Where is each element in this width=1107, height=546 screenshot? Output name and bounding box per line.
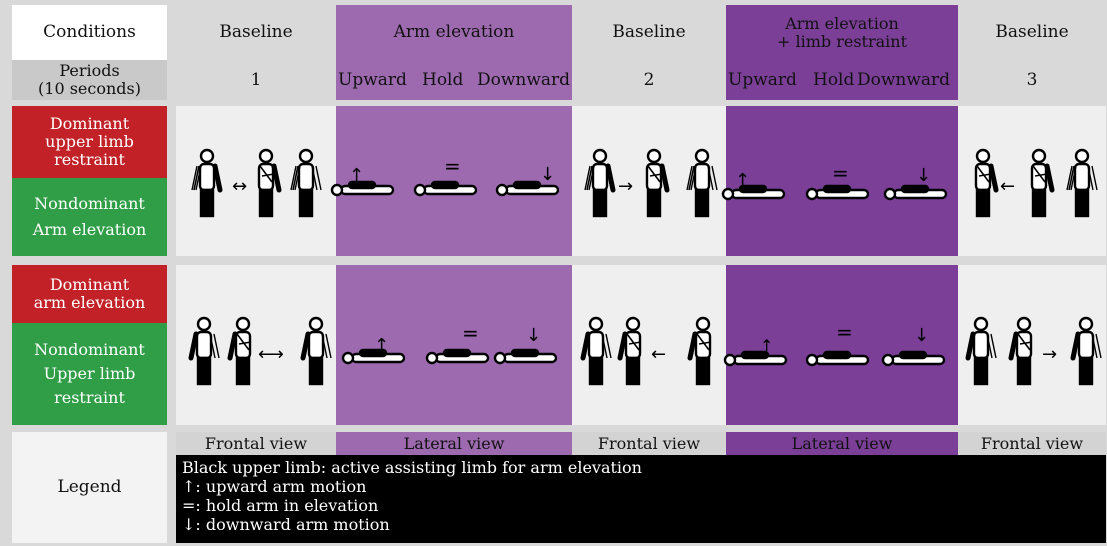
restraint-phase-hold-label: Hold [813,70,855,90]
svg-text:←: ← [1000,176,1015,197]
legend-text: Black upper limb: active assisting limb … [176,455,1106,543]
legend-line-black-limb: Black upper limb: active assisting limb … [182,458,642,477]
svg-text:↓: ↓ [526,325,541,346]
svg-text:=: = [832,161,849,185]
baseline-1-title: Baseline [219,22,293,42]
conditions-header: Conditions [12,5,167,60]
row1-bottom-line1: Nondominant [34,194,145,213]
legend-line-downward: ↓: downward arm motion [182,515,390,534]
arm-elevation-restraint-header: Arm elevation + limb restraint [726,5,958,60]
row1-top-line2: upper limb [45,132,134,151]
restraint-phase-downward-label: Downward [857,70,951,90]
row1-bottom-label: Nondominant Arm elevation [12,178,167,256]
conditions-label: Conditions [43,22,136,42]
row1-top-label: Dominant upper limb restraint [12,106,167,178]
svg-text:←: ← [651,344,666,365]
row2-top-label: Dominant arm elevation [12,265,167,323]
svg-text:↔: ↔ [232,176,247,197]
svg-text:=: = [462,321,479,345]
arm-elevation-title: Arm elevation [393,22,515,42]
period-1-number: 1 [250,69,262,90]
arm-elevation-subheader: Upward Hold Downward [336,60,572,100]
period-2-number: 2 [643,69,655,90]
periods-header: Periods (10 seconds) [12,60,167,100]
row2-arm-elevation-cell [336,265,572,425]
svg-text:↑: ↑ [349,165,364,186]
view-frontal-3: Frontal view [980,433,1084,453]
svg-text:=: = [444,154,461,178]
svg-text:↓: ↓ [914,325,929,346]
phase-hold-label: Hold [422,70,464,90]
row1-b1-figure-a [191,148,220,218]
row2-top-line1: Dominant [49,275,130,294]
svg-text:↓: ↓ [916,165,931,186]
legend-line-hold: =: hold arm in elevation [182,496,379,515]
svg-text:→: → [1042,344,1057,365]
legend-label: Legend [57,477,122,497]
svg-text:↓: ↓ [540,164,555,185]
view-label-3: Frontal view [572,432,726,455]
baseline-1-header: Baseline [176,5,336,60]
restraint-phase-upward-label: Upward [728,70,797,90]
periods-duration-label: (10 seconds) [38,79,141,98]
arm-elevation-restraint-subheader: Upward Hold Downward [726,60,958,100]
svg-text:=: = [836,320,853,344]
row2-arm-elevation-restraint-cell [726,265,958,425]
view-label-2: Lateral view [336,432,572,455]
svg-text:↑: ↑ [760,336,773,355]
view-lateral-2: Lateral view [791,433,893,453]
legend-line-upward: ↑: upward arm motion [182,477,367,496]
view-label-5: Frontal view [958,432,1106,455]
row2-bottom-line2: Upper limb [43,364,136,383]
legend-box [176,455,1106,543]
row1-top-line3: restraint [54,150,125,169]
arm-elevation-header: Arm elevation [336,5,572,60]
baseline-3-header: Baseline [958,5,1106,60]
view-label-1: Frontal view [176,432,336,455]
row1-bottom-line2: Arm elevation [32,220,147,239]
row2-bottom-line3: restraint [54,388,125,407]
period-3-cell: 3 [958,60,1106,100]
arm-elevation-restraint-title-line1: Arm elevation [785,13,899,33]
arm-elevation-restraint-title-line2: + limb restraint [776,31,908,51]
baseline-3-title: Baseline [995,22,1069,42]
view-label-4: Lateral view [726,432,958,455]
periods-label: Periods [59,61,120,80]
view-frontal-1: Frontal view [204,433,308,453]
period-2-cell: 2 [572,60,726,100]
period-1-cell: 1 [176,60,336,100]
view-lateral-1: Lateral view [403,433,505,453]
row1-b1-figure-c [290,148,322,218]
row1-b1-figure-b [257,148,279,218]
svg-text:→: → [618,176,633,197]
legend-label-cell: Legend [12,432,167,543]
phase-upward-label: Upward [338,70,407,90]
row2-bottom-label: Nondominant Upper limb restraint [12,323,167,425]
baseline-2-title: Baseline [612,22,686,42]
row1-arm-elevation-restraint-cell [726,106,958,256]
phase-downward-label: Downward [477,70,571,90]
row2-top-line2: arm elevation [33,293,146,312]
row1-top-line1: Dominant [49,114,130,133]
view-frontal-2: Frontal view [597,433,701,453]
period-3-number: 3 [1026,69,1038,90]
baseline-2-header: Baseline [572,5,726,60]
row2-bottom-line1: Nondominant [34,340,145,359]
svg-text:⟷: ⟷ [258,344,284,365]
